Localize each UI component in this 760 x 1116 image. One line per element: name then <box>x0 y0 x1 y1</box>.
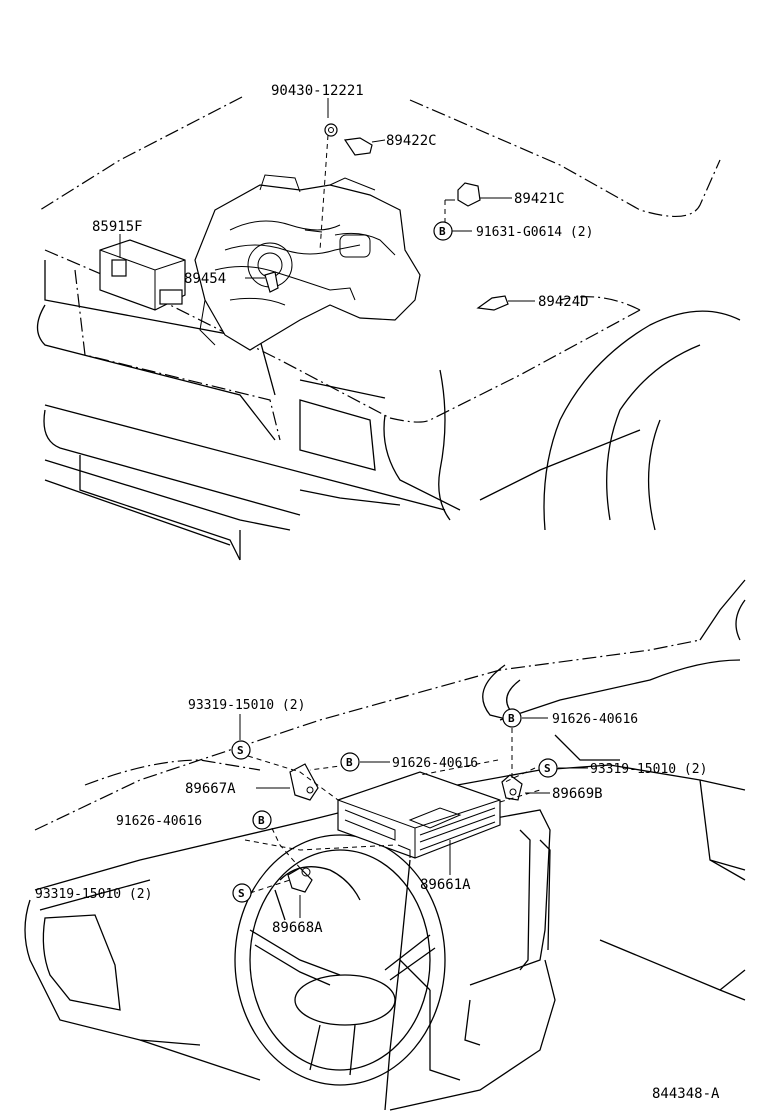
svg-text:S: S <box>544 762 551 775</box>
callout-89422C: 89422C <box>386 133 437 149</box>
bolt-badge-b-left: B <box>252 810 272 830</box>
screw-badge-s-right: S <box>538 758 558 778</box>
svg-text:S: S <box>237 744 244 757</box>
callout-91626-40616-right: 91626-40616 <box>552 712 638 727</box>
screw-badge-s-top: S <box>231 740 251 760</box>
callout-89668A: 89668A <box>272 920 323 936</box>
ecu-89661A-part <box>337 771 501 859</box>
callout-89661A: 89661A <box>420 877 471 893</box>
bracket-89668A-part <box>287 867 313 893</box>
callout-93319-15010-right: 93319-15010 (2) <box>590 762 707 777</box>
bolt-badge-b-mid: B <box>340 752 360 772</box>
sensor-89422C-part <box>343 137 373 156</box>
top-callouts: 90430-12221 89422C 89421C B 91631-G0614 … <box>92 83 593 310</box>
bracket-89667A-part <box>289 763 319 801</box>
badge-b-text: B <box>439 225 446 238</box>
callout-91626-40616-mid: 91626-40616 <box>392 756 478 771</box>
bottom-callouts: 93319-15010 (2) S 89667A B 91626-40616 9… <box>35 698 707 936</box>
callout-91626-40616-left: 91626-40616 <box>116 814 202 829</box>
figure-code: 844348-A <box>652 1086 720 1102</box>
sensor-89454-part <box>264 271 279 293</box>
svg-text:B: B <box>508 712 515 725</box>
svg-text:B: B <box>258 814 265 827</box>
screw-badge-s-low: S <box>232 883 252 903</box>
callout-85915F: 85915F <box>92 219 143 235</box>
callout-89424D: 89424D <box>538 294 589 310</box>
engine-bay-illustration <box>36 96 741 561</box>
bolt-badge-b: B <box>433 221 453 241</box>
dashboard-illustration <box>24 579 746 1111</box>
callout-89667A: 89667A <box>185 781 236 797</box>
top-leader-lines <box>119 98 535 311</box>
callout-90430-12221: 90430-12221 <box>271 83 364 99</box>
callout-91631-G0614: 91631-G0614 (2) <box>476 225 593 240</box>
bottom-leader-lines <box>239 714 588 918</box>
sensor-89421C-part <box>457 182 481 207</box>
callout-89421C: 89421C <box>514 191 565 207</box>
svg-text:S: S <box>238 887 245 900</box>
callout-89669B: 89669B <box>552 786 603 802</box>
callout-89454: 89454 <box>184 271 226 287</box>
bolt-badge-b-right: B <box>502 708 522 728</box>
sensor-89424D-part <box>476 295 509 311</box>
svg-text:B: B <box>346 756 353 769</box>
callout-93319-15010-top: 93319-15010 (2) <box>188 698 305 713</box>
washer-90430-part <box>324 123 338 137</box>
relay-85915F-part <box>111 259 127 277</box>
callout-93319-15010-low: 93319-15010 (2) <box>35 887 152 902</box>
